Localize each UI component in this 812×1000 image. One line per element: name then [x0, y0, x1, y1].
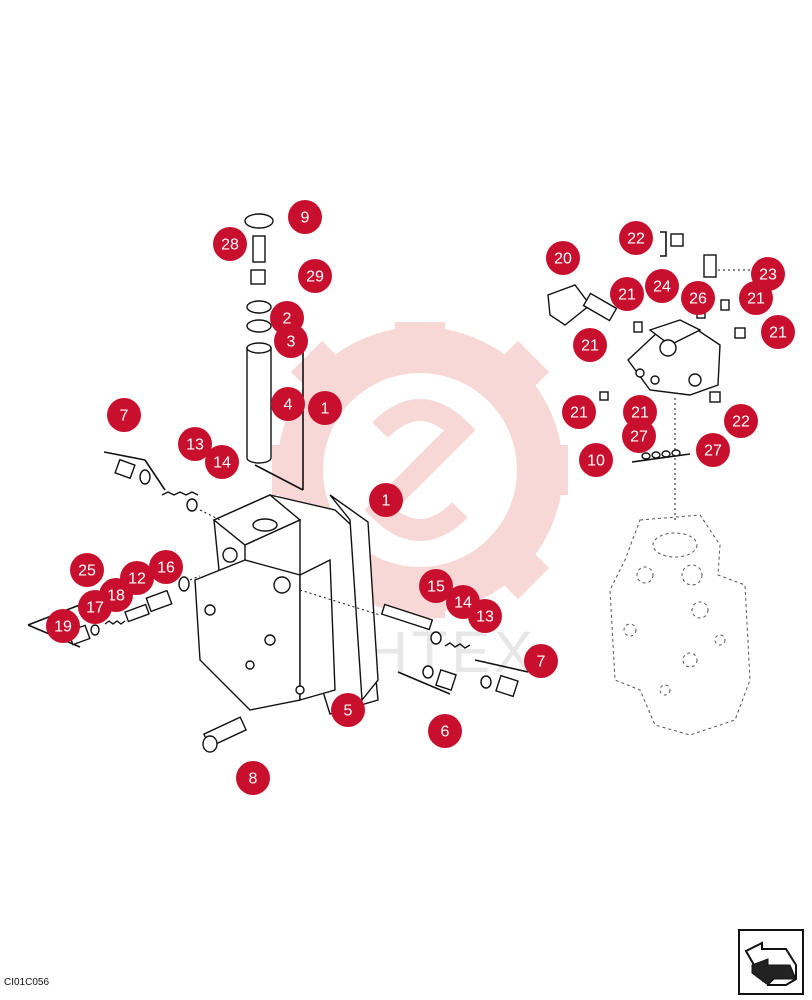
callout-c21c: 21	[761, 315, 795, 349]
callout-c4: 4	[271, 387, 305, 421]
callout-c21d: 21	[573, 328, 607, 362]
callout-c19: 19	[46, 609, 80, 643]
callout-label: 13	[186, 437, 204, 454]
callout-label: 13	[476, 609, 494, 626]
callout-c28: 28	[213, 227, 247, 261]
bolt-part-8	[202, 716, 248, 753]
o-ring-part-9	[244, 213, 274, 229]
solenoid-manifold-group	[547, 231, 768, 520]
callout-label: 7	[537, 654, 546, 671]
callout-c21b: 21	[739, 281, 773, 315]
callout-label: 27	[630, 429, 648, 446]
callout-c7a: 7	[107, 398, 141, 432]
callout-c16: 16	[149, 550, 183, 584]
callout-label: 14	[213, 455, 231, 472]
callout-label: 19	[54, 619, 72, 636]
top-part-stack	[244, 213, 304, 491]
callout-label: 12	[128, 571, 146, 588]
navigation-arrow-icon[interactable]	[738, 929, 804, 995]
callout-label: 25	[78, 563, 96, 580]
callout-label: 21	[747, 291, 765, 308]
pump-housing-outline	[609, 514, 751, 736]
callout-label: 10	[587, 453, 605, 470]
callout-label: 29	[306, 269, 324, 286]
callout-c7b: 7	[524, 644, 558, 678]
callout-label: 21	[618, 287, 636, 304]
callout-c6: 6	[428, 714, 462, 748]
callout-c22b: 22	[724, 404, 758, 438]
callout-c27a: 27	[622, 419, 656, 453]
ring-part-3	[246, 319, 272, 333]
callout-label: 22	[627, 231, 645, 248]
callout-c10: 10	[579, 443, 613, 477]
callout-label: 1	[321, 401, 330, 418]
sleeve-part-4	[246, 347, 272, 464]
callout-c29: 29	[298, 259, 332, 293]
callout-c27b: 27	[696, 433, 730, 467]
callout-c20: 20	[546, 241, 580, 275]
callout-label: 3	[287, 334, 296, 351]
callout-label: 16	[157, 560, 175, 577]
gasket-part-1	[329, 494, 379, 702]
callout-c14a: 14	[205, 445, 239, 479]
seal-part-2	[246, 300, 272, 314]
callout-label: 4	[284, 397, 293, 414]
bracket-part-1	[254, 340, 304, 491]
callout-c25: 25	[70, 553, 104, 587]
callout-c13a: 13	[178, 427, 212, 461]
right-spool-group	[299, 589, 529, 698]
callout-c9: 9	[288, 200, 322, 234]
callout-c26: 26	[681, 281, 715, 315]
callout-label: 20	[554, 251, 572, 268]
callout-label: 27	[704, 443, 722, 460]
callout-c1b: 1	[369, 483, 403, 517]
bushing-part-29	[250, 269, 266, 285]
callout-label: 21	[769, 325, 787, 342]
callout-label: 21	[570, 405, 588, 422]
callout-label: 18	[107, 588, 125, 605]
callout-c17: 17	[78, 590, 112, 624]
callout-label: 28	[221, 237, 239, 254]
callout-c15: 15	[419, 569, 453, 603]
callout-c5: 5	[331, 693, 365, 727]
callout-c22a: 22	[619, 221, 653, 255]
callout-label: 21	[581, 338, 599, 355]
callout-label: 6	[441, 724, 450, 741]
callout-label: 17	[86, 600, 104, 617]
callout-c24: 24	[645, 269, 679, 303]
callout-label: 23	[759, 267, 777, 284]
callout-label: 15	[427, 579, 445, 596]
callout-c21a: 21	[610, 277, 644, 311]
callout-label: 22	[732, 414, 750, 431]
callout-label: 26	[689, 291, 707, 308]
callout-c21f: 21	[623, 395, 657, 429]
callout-label: 14	[454, 595, 472, 612]
callout-c8: 8	[236, 761, 270, 795]
callout-label: 1	[382, 493, 391, 510]
callout-label: 2	[283, 311, 292, 328]
main-valve-body	[194, 494, 379, 715]
callout-c21e: 21	[562, 395, 596, 429]
callout-label: 9	[301, 210, 310, 227]
callout-c1a: 1	[308, 391, 342, 425]
callout-label: 7	[120, 408, 129, 425]
screw-part-28	[252, 235, 266, 263]
callout-label: 8	[249, 771, 258, 788]
callout-label: 5	[344, 703, 353, 720]
solenoid-part-20	[547, 284, 591, 326]
callout-label: 21	[631, 405, 649, 422]
callout-c13b: 13	[468, 599, 502, 633]
left-plug-group	[103, 451, 221, 521]
callout-c3: 3	[274, 324, 308, 358]
document-code: CI01C056	[4, 977, 50, 988]
callout-label: 24	[653, 279, 671, 296]
